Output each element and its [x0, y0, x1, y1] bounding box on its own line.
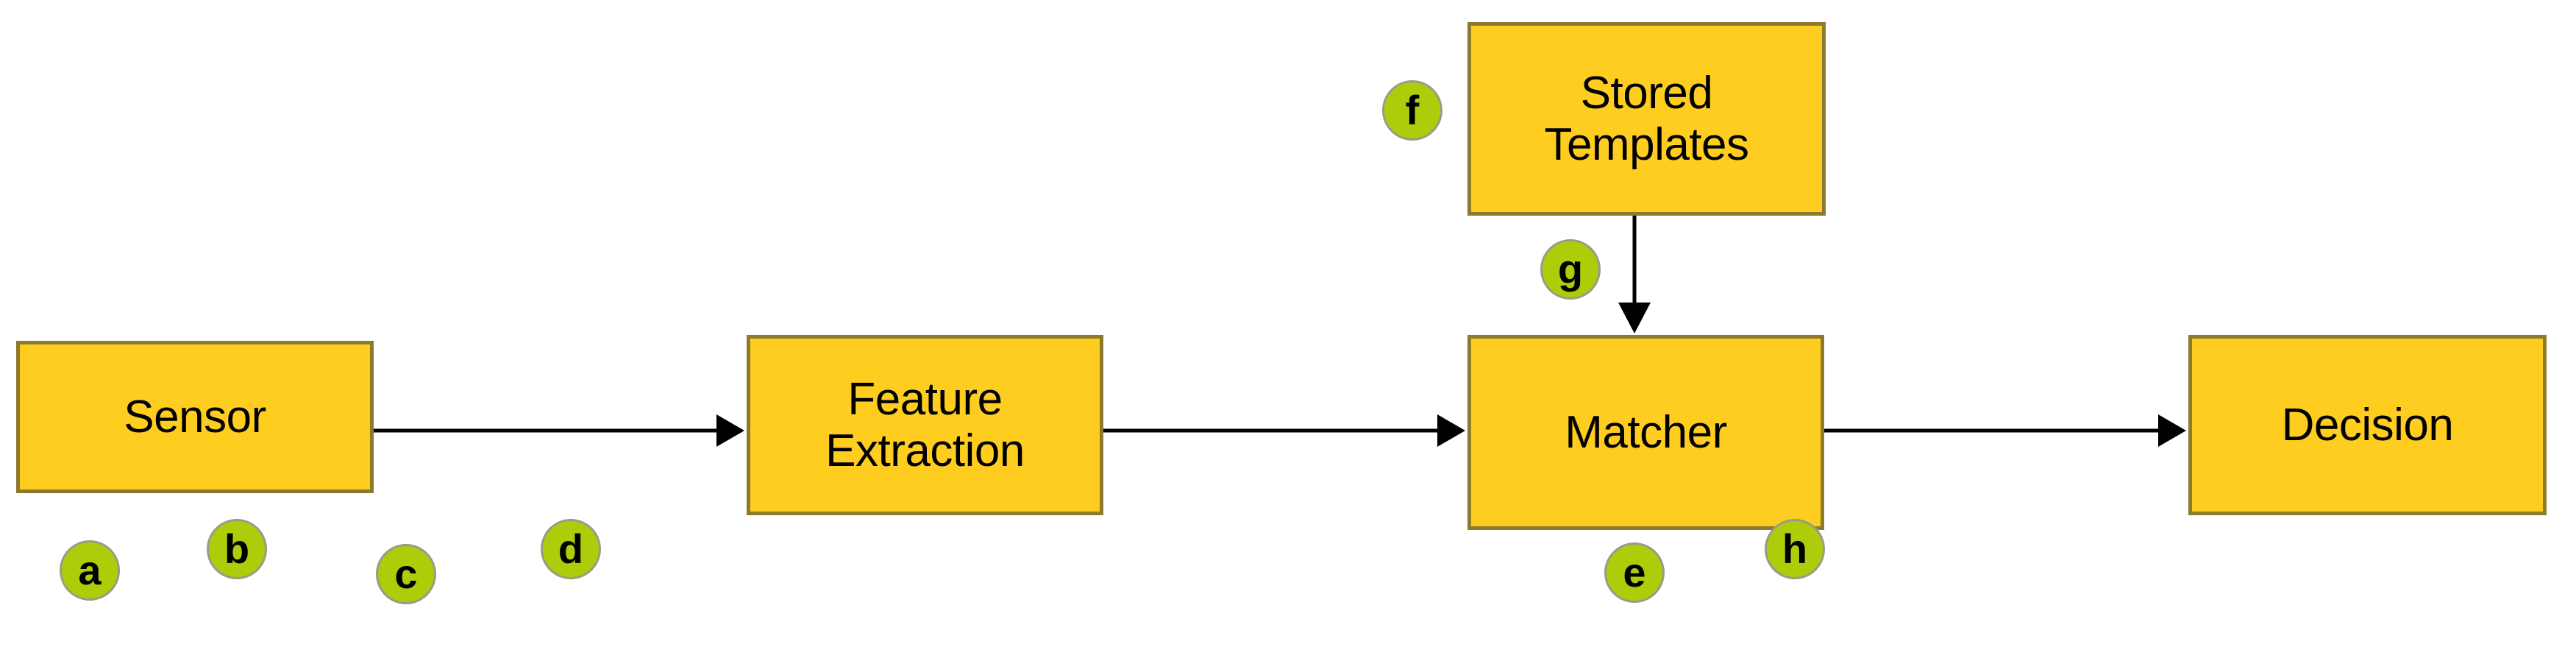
- connector-matcher-to-decision: [1824, 409, 2191, 453]
- badge-f[interactable]: f: [1382, 80, 1442, 141]
- node-sensor[interactable]: Sensor: [16, 341, 374, 493]
- badge-e[interactable]: e: [1604, 542, 1665, 603]
- badge-b[interactable]: b: [207, 519, 267, 579]
- connector-stored-to-matcher: [1612, 216, 1657, 337]
- badge-g[interactable]: g: [1540, 239, 1601, 300]
- node-decision[interactable]: Decision: [2188, 335, 2547, 515]
- node-matcher[interactable]: Matcher: [1467, 335, 1824, 530]
- node-stored-templates[interactable]: Stored Templates: [1467, 22, 1826, 216]
- badge-a[interactable]: a: [60, 540, 120, 601]
- badge-h[interactable]: h: [1765, 519, 1825, 579]
- badge-d[interactable]: d: [541, 519, 601, 579]
- connector-sensor-to-feature: [374, 409, 749, 453]
- connector-feature-to-matcher: [1103, 409, 1470, 453]
- node-feature-extraction[interactable]: Feature Extraction: [747, 335, 1103, 515]
- badge-c[interactable]: c: [376, 544, 436, 604]
